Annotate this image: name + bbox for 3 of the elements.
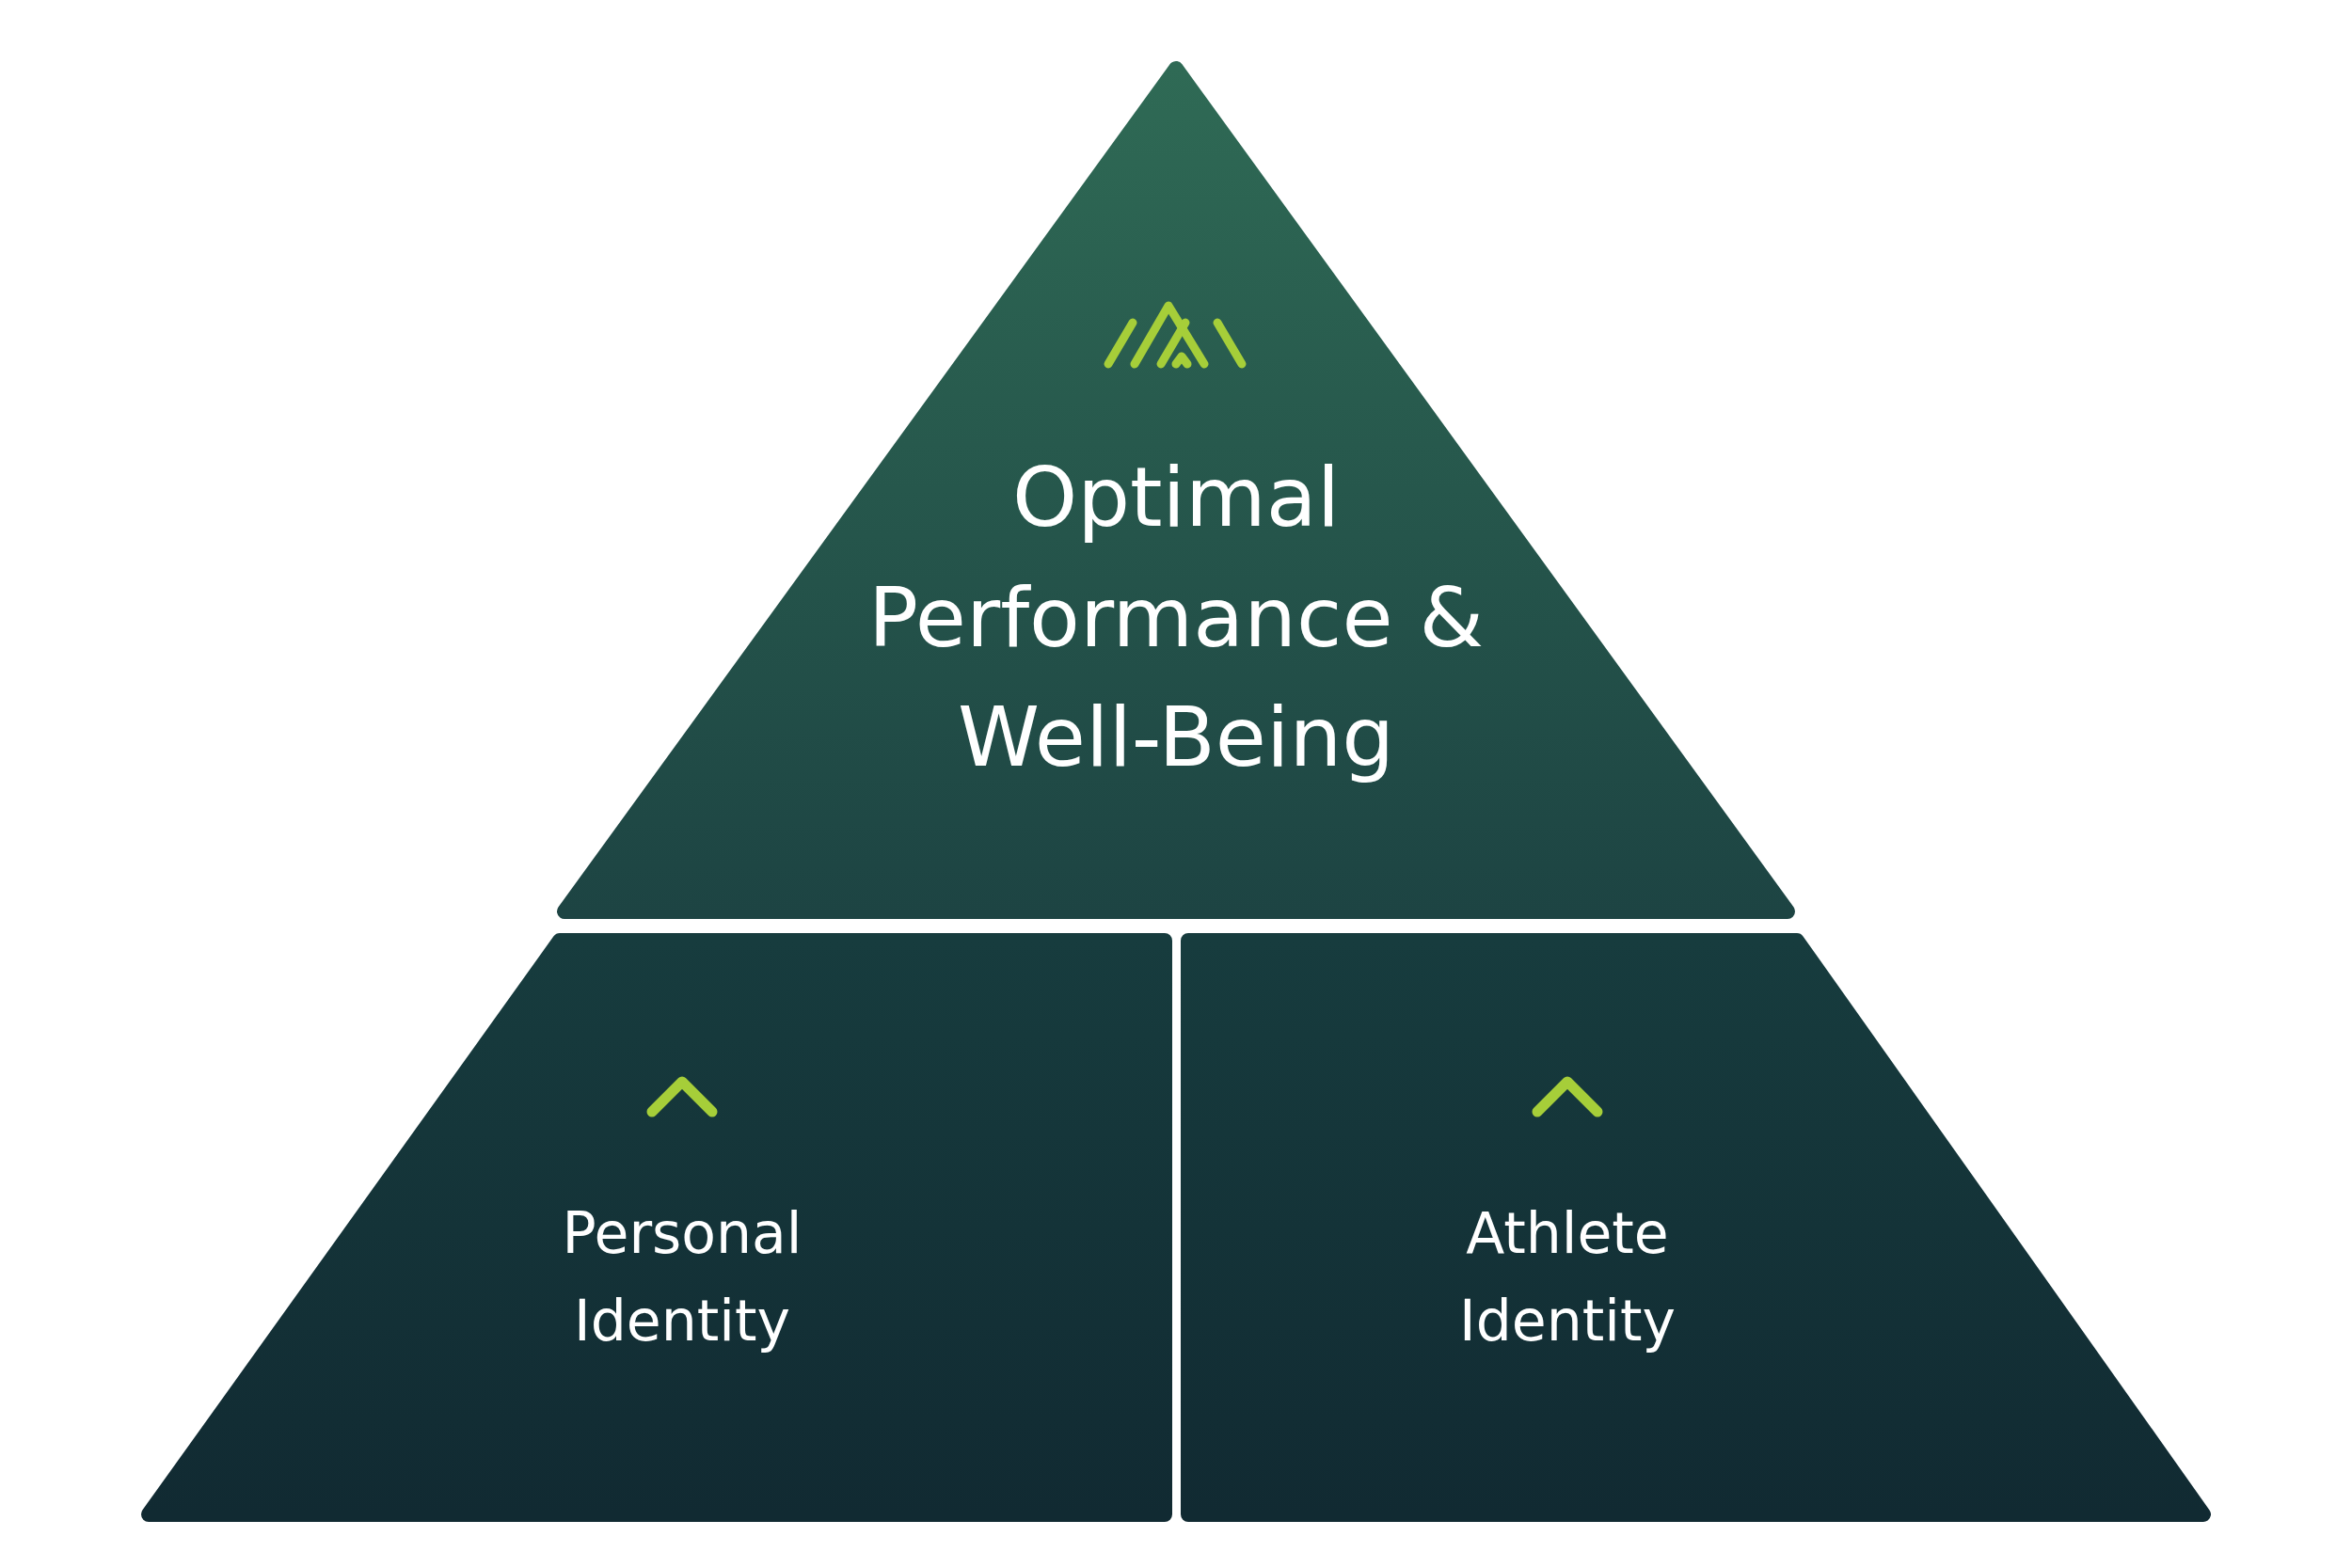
section-title: Optimal Performance & Well-Being [866,448,1486,788]
section-title: Athlete Identity [1458,1199,1677,1355]
section-title: Personal Identity [561,1199,803,1355]
